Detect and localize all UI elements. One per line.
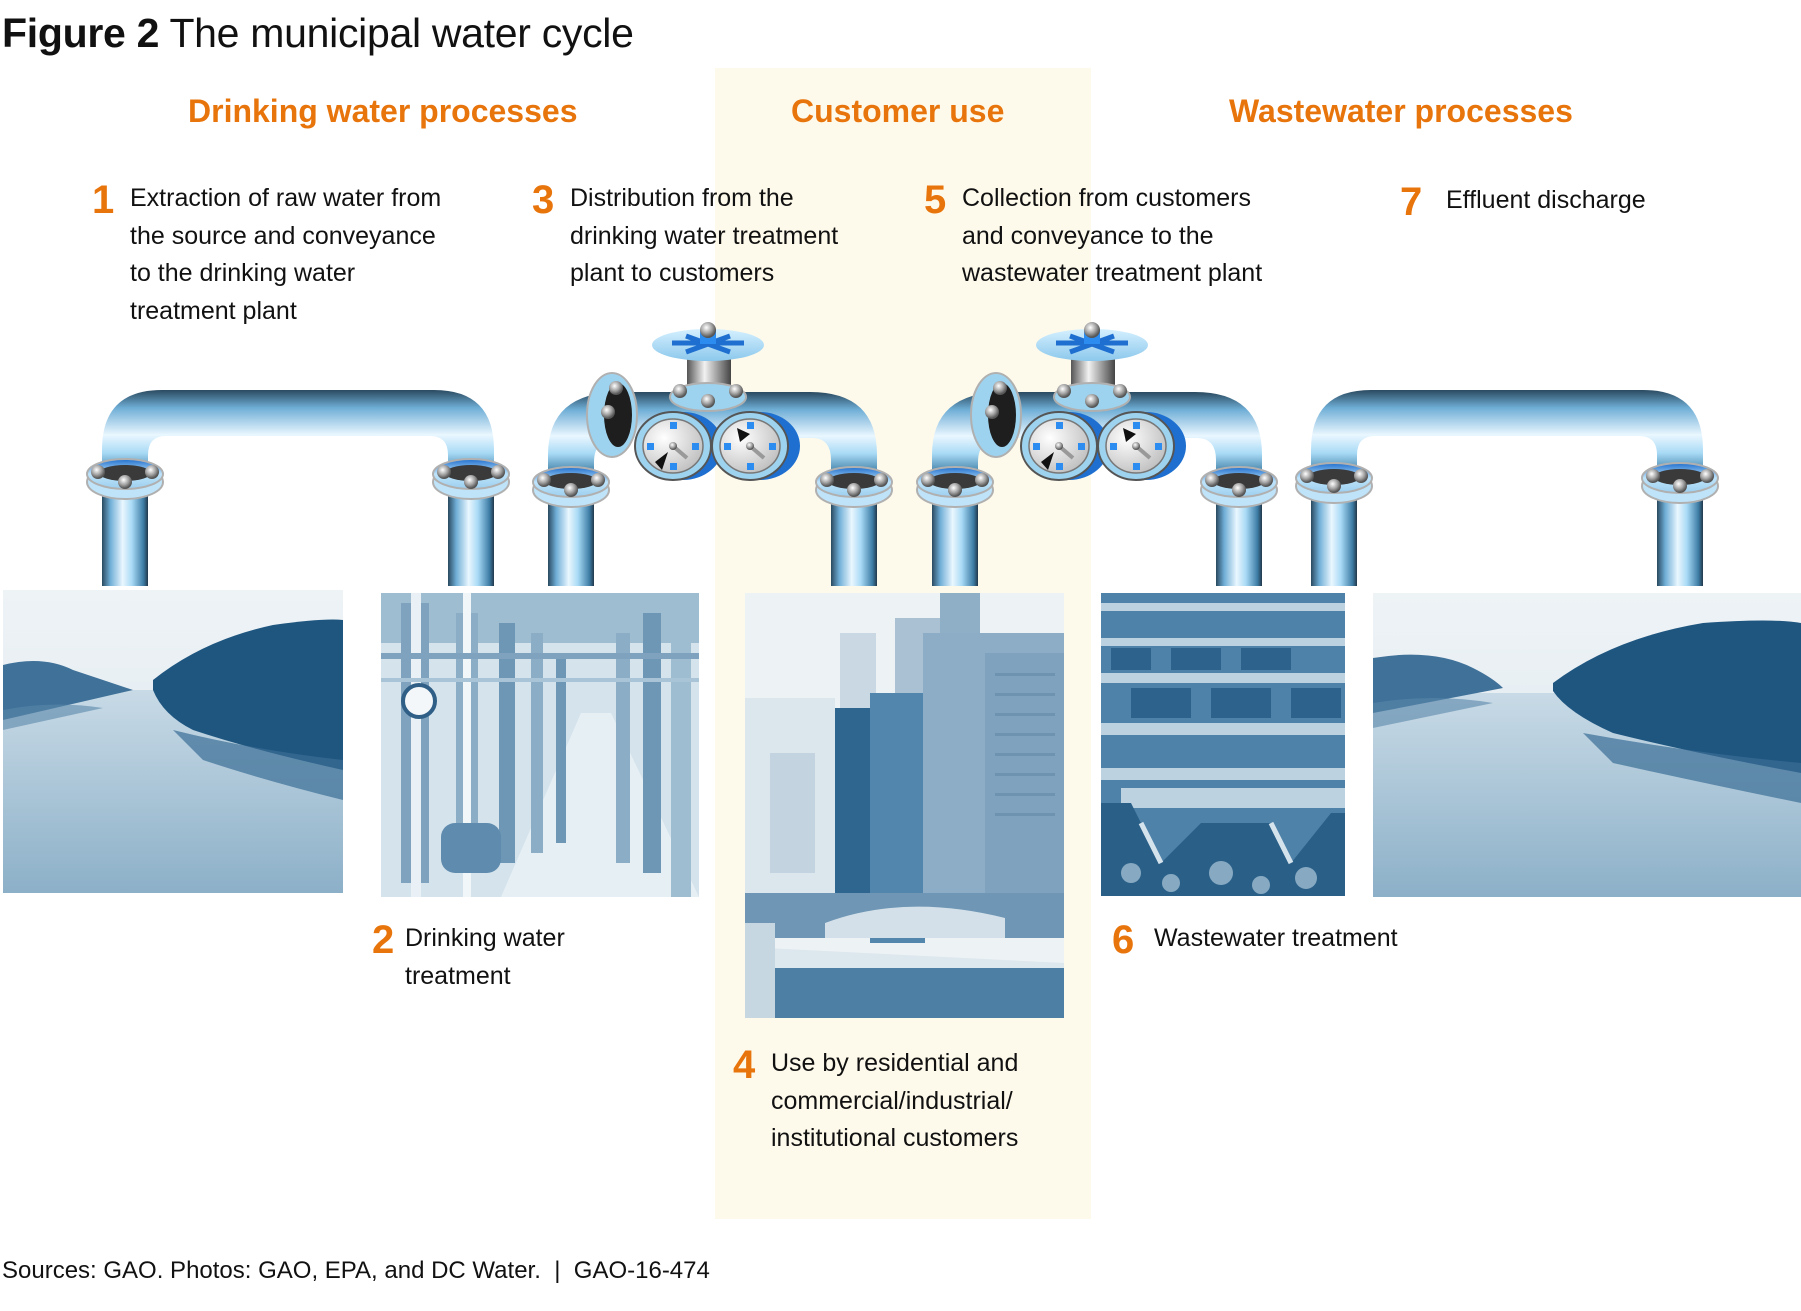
wastewater-basins-image: [1101, 593, 1345, 896]
step-6: 6 Wastewater treatment: [1112, 920, 1398, 960]
step-text-line: institutional customers: [771, 1124, 1019, 1152]
step-text-line: drinking water treatment: [570, 221, 839, 250]
step-text: Use by residential and commercial/indust…: [771, 1045, 1018, 1158]
step-text: Distribution from the drinking water tre…: [570, 180, 838, 293]
step-number: 3: [532, 178, 555, 222]
step-text: Drinking water treatment: [405, 920, 565, 995]
figure-title-text: The municipal water cycle: [169, 10, 634, 56]
section-drinking-water: Drinking water processes: [188, 93, 578, 129]
step-number: 1: [92, 178, 115, 222]
step-text-line: Wastewater treatment: [1154, 924, 1398, 952]
step-7: 7 Effluent discharge: [1400, 182, 1646, 222]
step-text-line: the source and conveyance: [130, 221, 436, 250]
step-text-line: to the drinking water: [130, 259, 356, 287]
river-reeds-image: [1373, 593, 1801, 897]
step-number: 6: [1112, 918, 1135, 962]
step-text-line: treatment plant: [130, 296, 297, 325]
step-number: 7: [1400, 180, 1423, 224]
city-skyline-image: [745, 593, 1064, 1018]
step-number: 2: [372, 918, 395, 962]
step-4: 4 Use by residential and commercial/indu…: [733, 1045, 1018, 1158]
section-wastewater: Wastewater processes: [1229, 93, 1573, 129]
step-number: 5: [924, 178, 947, 222]
photo-wastewater-plant: [1101, 593, 1345, 896]
step-text: Wastewater treatment: [1154, 920, 1398, 958]
step-text: Collection from customers and conveyance…: [962, 180, 1262, 293]
photo-drinking-water-plant: [381, 593, 699, 897]
step-text-line: and conveyance to the: [962, 221, 1214, 250]
step-text-line: wastewater treatment plant: [962, 259, 1263, 287]
step-text: Effluent discharge: [1446, 182, 1646, 220]
photo-city-customers: [745, 593, 1064, 1018]
treatment-plant-image: [381, 593, 699, 897]
river-reeds-image: [3, 590, 343, 893]
figure-title: Figure 2 The municipal water cycle: [2, 8, 634, 58]
pipe-valve-meter-2: [916, 322, 1278, 586]
step-text-line: commercial/industrial/: [771, 1086, 1013, 1115]
step-number: 4: [733, 1043, 756, 1087]
figure-label: Figure 2: [2, 10, 160, 56]
pipe-arch-2: [1295, 390, 1719, 586]
step-3: 3 Distribution from the drinking water t…: [532, 180, 838, 293]
photo-source-water: [3, 590, 343, 893]
step-text-line: Effluent discharge: [1446, 186, 1646, 214]
step-5: 5 Collection from customers and conveyan…: [924, 180, 1262, 293]
step-text-line: Drinking water: [405, 924, 565, 952]
pipe-valve-meter-1: [532, 322, 893, 586]
step-text: Extraction of raw water from the source …: [130, 180, 441, 330]
step-text-line: plant to customers: [570, 259, 775, 287]
source-note: Sources: GAO. Photos: GAO, EPA, and DC W…: [2, 1257, 710, 1284]
pipe-arch-1: [86, 390, 510, 586]
step-text-line: Distribution from the: [570, 184, 794, 212]
step-text-line: Extraction of raw water from: [130, 184, 442, 212]
step-text-line: Collection from customers: [962, 184, 1251, 212]
step-text-line: Use by residential and: [771, 1049, 1019, 1077]
step-2: 2 Drinking water treatment: [372, 920, 565, 995]
step-1: 1 Extraction of raw water from the sourc…: [92, 180, 441, 330]
photo-discharge-water: [1373, 593, 1801, 897]
pipes-illustration: [86, 322, 1719, 586]
section-customer-use: Customer use: [791, 93, 1005, 129]
step-text-line: treatment: [405, 961, 511, 990]
